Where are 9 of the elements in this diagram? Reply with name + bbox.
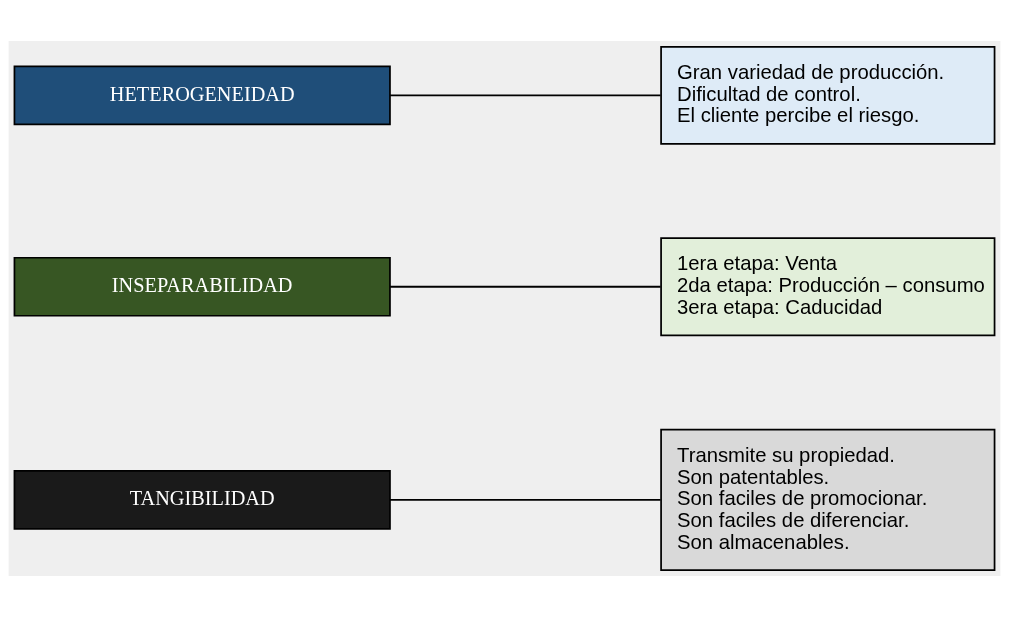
node-box: 1era etapa: Venta 2da etapa: Producción – consumo 3era etapa: Caducidad: [660, 237, 996, 337]
node-box: TANGIBILIDAD: [13, 470, 391, 530]
connector: [389, 94, 662, 97]
node-box: HETEROGENEIDAD: [13, 65, 391, 126]
node-box: Gran variedad de producción. Dificultad de control. El cliente percibe el riesgo.: [660, 45, 996, 145]
connector: [389, 285, 662, 288]
node-box: Transmite su propiedad. Son patentables. Son faciles de promocionar. Son faciles de diferenciar. Son almacenables.: [660, 428, 996, 572]
node-box: INSEPARABILIDAD: [13, 256, 391, 317]
connector: [389, 498, 662, 501]
